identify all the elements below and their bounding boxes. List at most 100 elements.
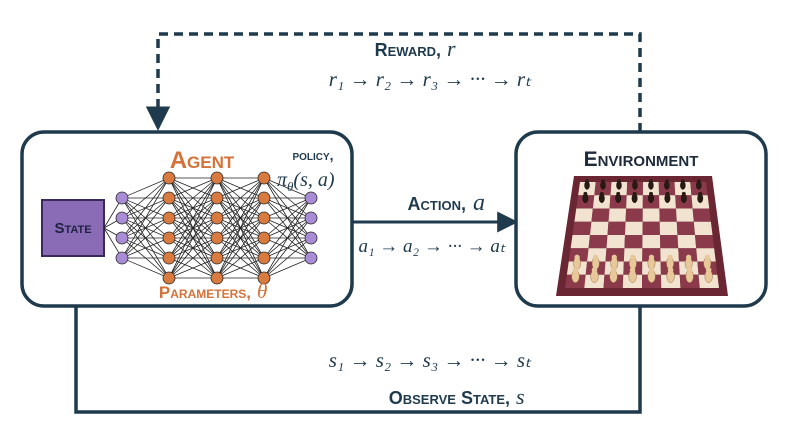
nn-neuron	[304, 211, 318, 225]
chess-piece-light	[705, 267, 712, 273]
chess-square	[692, 208, 711, 222]
nn-edge	[168, 177, 218, 239]
state-label: State	[54, 220, 91, 237]
nn-neuron	[162, 271, 176, 285]
reward-sequence: r₁ → r₂ → r₃ → ··· → rₜ	[329, 67, 532, 91]
chess-piece-light	[574, 254, 580, 260]
chess-square	[606, 235, 625, 249]
reward-symbol: r	[447, 36, 456, 61]
chess-square	[642, 221, 660, 235]
nn-edge	[121, 177, 170, 259]
observe-symbol: s	[516, 384, 525, 409]
chess-piece-dark	[633, 179, 637, 183]
chess-piece-dark	[665, 191, 670, 196]
nn-edge	[263, 197, 312, 259]
chess-square	[642, 235, 661, 249]
observe-label: Observe State,	[389, 388, 510, 408]
chess-square	[695, 235, 715, 249]
chess-square	[676, 208, 694, 222]
chess-square	[588, 235, 608, 249]
nn-edge	[168, 237, 218, 279]
chess-square	[568, 248, 589, 262]
nn-edge	[121, 177, 170, 199]
nn-neuron	[304, 251, 318, 265]
nn-neuron	[257, 191, 271, 205]
chess-piece-dark	[616, 191, 621, 196]
nn-edge	[168, 177, 218, 259]
nn-edge	[263, 217, 312, 279]
nn-edge	[121, 177, 170, 219]
chess-square	[572, 221, 592, 235]
action-label: Action,	[408, 194, 466, 214]
nn-neuron	[115, 191, 129, 205]
nn-edge	[168, 197, 218, 279]
nn-edge	[263, 257, 312, 279]
chess-square	[624, 235, 643, 249]
chess-square	[696, 248, 716, 262]
action-sequence: a₁ → a₂ → ··· → aₜ	[358, 236, 505, 257]
nn-edge	[216, 177, 265, 219]
nn-neuron	[115, 211, 129, 225]
nn-neuron	[210, 171, 224, 185]
chess-square	[693, 221, 713, 235]
nn-edge	[216, 197, 265, 279]
nn-neuron	[162, 251, 176, 265]
nn-neuron	[115, 251, 129, 265]
nn-neuron	[257, 251, 271, 265]
chess-piece-light	[667, 254, 673, 260]
nn-edge	[263, 197, 312, 219]
state-box	[41, 199, 105, 257]
policy-formula: πθ(s, a)	[277, 169, 335, 194]
chess-square	[677, 235, 697, 249]
nn-edge	[121, 177, 170, 239]
nn-edge	[121, 197, 170, 259]
chess-piece-light	[591, 267, 598, 273]
nn-neuron	[257, 231, 271, 245]
chess-piece-dark	[617, 179, 621, 183]
reward-loop-line	[145, 32, 642, 132]
observe-loop-line	[63, 257, 642, 414]
chess-piece-dark	[585, 179, 589, 183]
chess-piece-light	[593, 254, 599, 260]
nn-edge	[263, 197, 312, 239]
chess-piece-light	[611, 254, 617, 260]
chess-piece-light	[630, 254, 636, 260]
chess-piece-dark	[665, 179, 669, 183]
nn-neuron	[210, 211, 224, 225]
chess-square	[625, 221, 643, 235]
chess-piece-dark	[601, 179, 605, 183]
nn-edge	[121, 217, 170, 259]
agent-title: Agent	[170, 147, 235, 174]
chess-piece-dark	[681, 191, 686, 196]
chess-piece-light	[686, 254, 692, 260]
nn-edge	[216, 217, 265, 279]
chess-piece-light	[686, 267, 693, 273]
chess-piece-dark	[681, 179, 685, 183]
chess-piece-dark	[649, 179, 653, 183]
nn-neuron	[210, 191, 224, 205]
chess-piece-dark	[583, 191, 588, 196]
nn-neuron	[210, 251, 224, 265]
nn-edge	[121, 257, 170, 279]
chess-piece-light	[667, 267, 674, 273]
nn-neuron	[162, 191, 176, 205]
chessboard-image	[556, 176, 728, 296]
chess-piece-light	[704, 254, 710, 260]
nn-edge	[216, 177, 265, 239]
nn-neuron	[162, 231, 176, 245]
policy-args: (s, a)	[293, 169, 334, 191]
chess-square	[676, 221, 695, 235]
nn-edge	[263, 197, 312, 279]
nn-edge	[263, 237, 312, 279]
chess-square	[607, 221, 626, 235]
nn-edge	[216, 257, 265, 279]
nn-neuron	[257, 171, 271, 185]
chess-square	[570, 235, 590, 249]
nn-edge	[216, 177, 265, 199]
nn-edge	[121, 237, 170, 259]
nn-edge	[168, 177, 218, 219]
nn-neuron	[257, 271, 271, 285]
observe-sequence: s₁ → s₂ → s₃ → ··· → sₜ	[329, 348, 532, 372]
nn-edge	[168, 257, 218, 279]
